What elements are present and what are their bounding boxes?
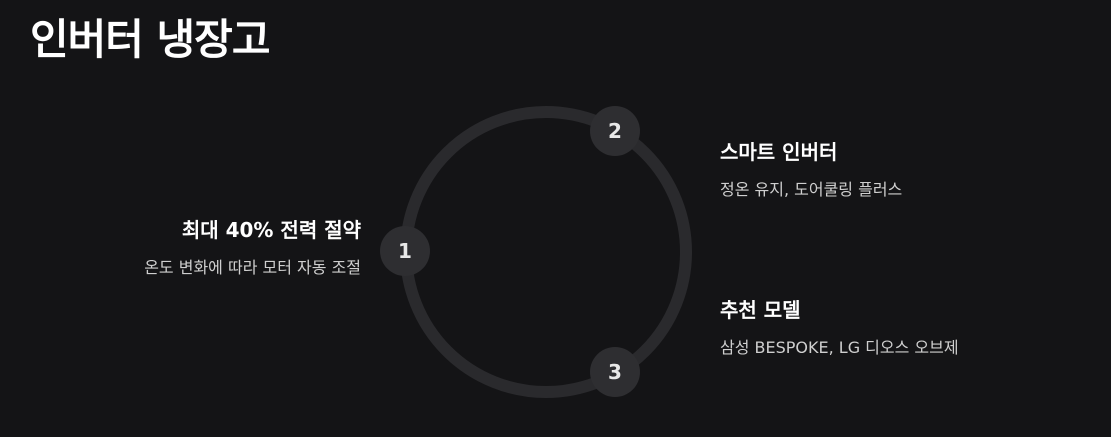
step-2-description: 정온 유지, 도어쿨링 플러스: [720, 180, 903, 199]
step-2-badge: 2: [590, 106, 640, 156]
step-2-block: 스마트 인버터 정온 유지, 도어쿨링 플러스: [720, 138, 902, 202]
step-2-number: 2: [608, 119, 622, 143]
step-3-description: 삼성 BESPOKE, LG 디오스 오브제: [720, 338, 959, 357]
step-3-badge: 3: [590, 347, 640, 397]
step-1-title: 최대 40% 전력 절약: [181, 218, 361, 242]
ring-circle: [400, 106, 692, 398]
step-1-number: 1: [398, 239, 412, 263]
step-1-block: 최대 40% 전력 절약 온도 변화에 따라 모터 자동 조절: [144, 216, 361, 280]
page-title: 인버터 냉장고: [30, 15, 270, 64]
step-2-title: 스마트 인버터: [720, 140, 838, 164]
step-3-title: 추천 모델: [720, 298, 801, 322]
step-3-number: 3: [608, 360, 622, 384]
step-3-block: 추천 모델 삼성 BESPOKE, LG 디오스 오브제: [720, 296, 959, 360]
step-1-badge: 1: [380, 226, 430, 276]
step-1-description: 온도 변화에 따라 모터 자동 조절: [144, 258, 361, 277]
